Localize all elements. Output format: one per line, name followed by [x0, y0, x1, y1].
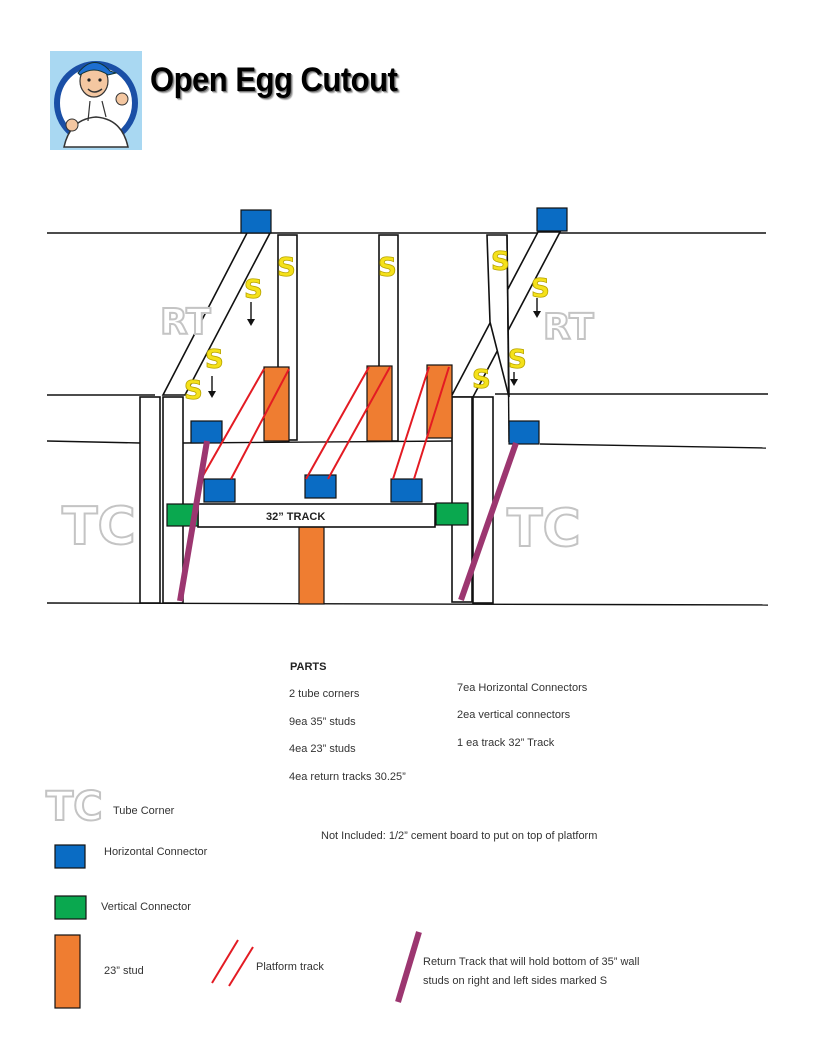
stud-23-bottom	[298, 525, 325, 605]
legend-platform-track-label: Platform track	[256, 961, 324, 973]
platform-track-left-a	[199, 368, 265, 482]
tube-corner-mark-left: TC	[62, 497, 136, 557]
vertical-connector-left	[166, 503, 199, 527]
parts-item: 4ea 23” studs	[289, 743, 356, 755]
return-track-left	[177, 440, 210, 602]
legend-stud-23-swatch	[54, 934, 81, 1009]
stud-23-center	[366, 365, 393, 442]
platform-front-line	[182, 440, 456, 444]
lower-right-line	[539, 443, 767, 449]
stud-mark-s-8: S	[508, 345, 527, 375]
parts-item: 2 tube corners	[289, 688, 360, 700]
horizontal-connector-top-right	[536, 207, 568, 232]
stud-mark-s-2: S	[244, 275, 263, 305]
platform-track-right-a	[392, 366, 430, 480]
legend-vertical-connector-label: Vertical Connector	[101, 901, 191, 913]
tube-corner-right-inner	[451, 396, 473, 603]
parts-item: 7ea Horizontal Connectors	[457, 682, 588, 694]
stud-mark-s-5: S	[378, 253, 397, 283]
not-included-note: Not Included: 1/2” cement board to put o…	[321, 830, 598, 842]
legend-vertical-connector-swatch	[54, 895, 87, 920]
stud-mark-s-3: S	[205, 345, 224, 375]
parts-item: 2ea vertical connectors	[457, 709, 571, 721]
parts-heading: PARTS	[290, 661, 327, 673]
platform-track-left-b	[230, 368, 290, 480]
return-track-mark-right: RT	[543, 307, 594, 348]
legend-return-track-label-1: Return Track that will hold bottom of 35…	[423, 956, 640, 968]
legend-return-track-swatch	[395, 931, 422, 1003]
stud-mark-s-7: S	[531, 274, 550, 304]
lower-left-line	[46, 440, 141, 444]
vertical-connector-right	[435, 502, 469, 526]
horizontal-connector-mid-right	[508, 420, 540, 445]
worker-mascot-icon	[54, 61, 138, 148]
parts-item: 9ea 35” studs	[289, 716, 356, 728]
arrow-down-icon	[247, 302, 255, 326]
legend-stud-23-label: 23” stud	[104, 965, 144, 977]
platform-track-right-b	[413, 366, 450, 480]
platform-track-center-a	[305, 366, 370, 480]
legend-tube-corner-mark: TC	[46, 784, 103, 830]
horizontal-connector-top-left	[240, 209, 272, 234]
page-title: Open Egg Cutout	[150, 60, 398, 99]
horizontal-connector-track-left	[203, 478, 236, 503]
legend-horizontal-connector-label: Horizontal Connector	[104, 846, 208, 858]
tube-corner-mark-right: TC	[507, 499, 581, 559]
horizontal-connector-mid-left	[190, 420, 223, 444]
track-32-label: 32” TRACK	[266, 511, 325, 523]
tube-corner-right-outer	[472, 396, 494, 604]
legend-tube-corner-label: Tube Corner	[113, 805, 175, 817]
return-track-right	[458, 442, 519, 601]
worker-logo	[50, 51, 142, 150]
legend-return-track-label-2: studs on right and left sides marked S	[423, 975, 608, 987]
stud-mark-s-1: S	[277, 253, 296, 283]
horizontal-connector-track-right	[390, 478, 423, 503]
platform-track-center-b	[327, 366, 391, 480]
legend-platform-track-swatch	[211, 939, 254, 987]
return-track-mark-left: RT	[160, 302, 211, 343]
tube-corner-left-inner	[162, 396, 184, 604]
horizontal-connector-track-center	[304, 474, 337, 499]
arrow-down-icon	[208, 376, 216, 398]
stud-mark-s-9: S	[472, 365, 491, 395]
tube-corner-left-outer	[139, 396, 161, 604]
stud-mark-s-6: S	[491, 247, 510, 277]
parts-item: 4ea return tracks 30.25”	[289, 771, 406, 783]
arrow-down-icon	[533, 298, 541, 318]
arrow-down-icon	[510, 372, 518, 386]
stud-mark-s-4: S	[184, 376, 203, 406]
stud-23-left	[263, 366, 290, 442]
parts-item: 1 ea track 32” Track	[457, 737, 555, 749]
stud-35-upper-right-edge	[506, 234, 510, 443]
legend-horizontal-connector-swatch	[54, 844, 86, 869]
